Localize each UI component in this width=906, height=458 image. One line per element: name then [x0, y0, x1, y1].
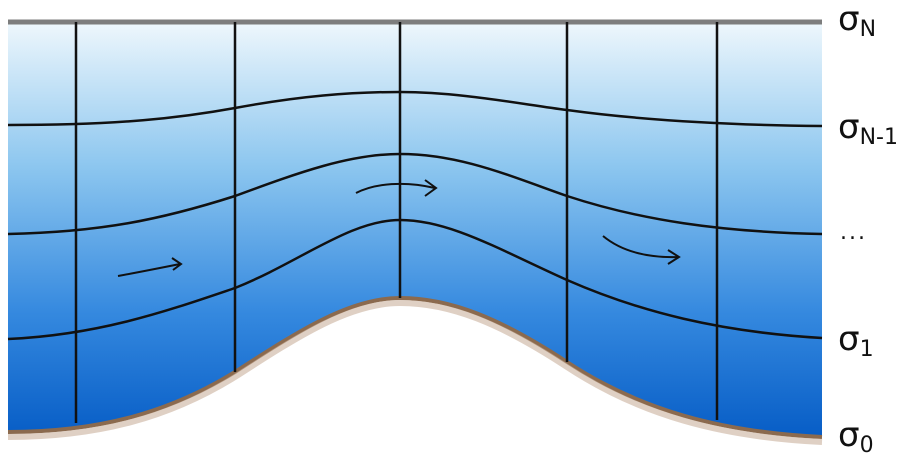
- flow-arrow-center: [355, 179, 438, 197]
- label-ellipsis: ...: [840, 220, 867, 245]
- flow-arrow-right: [602, 235, 681, 265]
- label-sigma-n-symbol: σ: [838, 0, 860, 39]
- label-sigma-n-sub: N: [859, 17, 877, 42]
- label-sigma-0: σ0: [838, 418, 874, 457]
- label-sigma-1-sub: 1: [859, 337, 874, 362]
- seabed-shadow: [7, 299, 823, 445]
- label-sigma-0-symbol: σ: [838, 415, 860, 455]
- label-sigma-n-minus-1-symbol: σ: [838, 107, 860, 147]
- label-sigma-n-minus-1: σN-1: [838, 110, 898, 149]
- seabed: [7, 295, 823, 439]
- label-sigma-n: σN: [838, 2, 876, 41]
- flow-arrow-left: [117, 257, 183, 277]
- label-sigma-1-symbol: σ: [838, 319, 860, 359]
- water-body: [8, 22, 822, 437]
- label-sigma-1: σ1: [838, 322, 874, 361]
- label-sigma-n-minus-1-sub: N-1: [859, 125, 898, 150]
- label-sigma-0-sub: 0: [859, 433, 874, 458]
